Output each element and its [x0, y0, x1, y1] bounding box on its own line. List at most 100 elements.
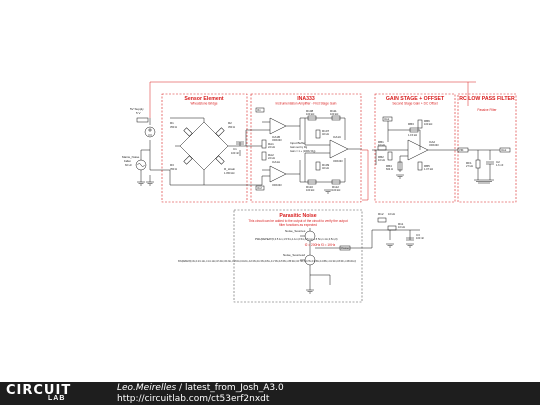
title-separator: / — [176, 383, 185, 393]
vout-net-box[interactable] — [382, 116, 393, 122]
rf1-name: RF1 — [466, 161, 472, 165]
resistor-r110[interactable] — [307, 179, 317, 185]
gain-note-2: Gain = 1 + (100K/ Rg) — [290, 149, 316, 153]
ground-2 — [146, 175, 154, 186]
circuitlab-logo-sub: LAB — [48, 395, 66, 402]
rc-filter-group — [445, 147, 511, 184]
rb1-name: RB1 — [378, 140, 384, 144]
noise-wire — [140, 149, 150, 182]
resistor-rb3[interactable] — [409, 127, 419, 133]
rb4-name: RB4 — [386, 164, 392, 168]
schematic-canvas: Sensor Element Wheatstone Bridge INA333 … — [122, 81, 517, 303]
resistor-rb1[interactable] — [377, 145, 387, 151]
resistor-r11[interactable] — [387, 225, 397, 231]
vnoise-net-label: Vnoise — [341, 246, 349, 250]
bridge-top-wire — [170, 117, 205, 122]
circuit-title[interactable]: latest_from_Josh_A3.0 — [184, 383, 284, 393]
r109-value: 40 kΩ — [322, 166, 329, 170]
rc-title: RC LOW PASS FILTER — [459, 96, 515, 102]
sense-label-box[interactable] — [136, 117, 149, 123]
r1-value: 350 Ω — [170, 125, 177, 129]
supply-source-symbol[interactable] — [144, 126, 156, 138]
rb3-value: 1.15 kΩ — [408, 133, 417, 137]
resistor-r3[interactable] — [183, 155, 193, 165]
ina333-box — [250, 93, 362, 203]
noise-grounds — [306, 243, 414, 294]
bridge-bottom-wire — [169, 170, 205, 186]
c2-name: C2 — [496, 160, 500, 164]
vfilt-in-label: Vfilt — [459, 148, 464, 152]
resistor-ra2[interactable] — [261, 151, 267, 161]
vin-net-label: Vin — [257, 108, 261, 112]
r107-value: 40 kΩ — [322, 132, 329, 136]
resistor-r111[interactable] — [331, 115, 341, 121]
gain-title: GAIN STAGE + OFFSET — [386, 96, 445, 102]
rb4-value: 604 Ω — [386, 167, 393, 171]
oa2-part: OPA333 — [429, 143, 439, 147]
r112-value: 100 kΩ — [332, 188, 340, 192]
r111-name: R111 — [330, 109, 337, 113]
circuitlab-logo[interactable]: CIRCUIT — [6, 383, 72, 398]
sensor-subtitle: Wheatstone Bridge — [190, 102, 217, 106]
resistor-r1[interactable] — [183, 127, 193, 137]
c3-value: 100 nF — [416, 236, 424, 240]
resistor-r108[interactable] — [307, 115, 317, 121]
vref-net-label: Vref — [257, 186, 262, 190]
r12-value: 10 kΩ — [388, 212, 395, 216]
r2-value: 350 Ω — [228, 125, 235, 129]
inamp-wires — [262, 117, 362, 183]
opamp-oa2[interactable] — [407, 139, 429, 161]
opamp-oa1c[interactable] — [329, 139, 349, 159]
supply-wire — [149, 118, 170, 171]
vin-net-box[interactable] — [255, 107, 265, 113]
noise-note-2: filter functions as expected — [279, 223, 317, 227]
r111-value: 100 kΩ — [330, 112, 338, 116]
resistor-strain[interactable] — [215, 155, 225, 165]
vout-net-label: Vout — [384, 117, 389, 121]
sensor-box — [161, 93, 248, 203]
resistor-r107[interactable] — [315, 129, 321, 139]
capacitor-c1[interactable] — [236, 141, 244, 145]
resistor-rb5[interactable] — [417, 161, 423, 171]
oa1a-part: OPA333 — [272, 183, 282, 187]
resistor-r109[interactable] — [315, 161, 321, 171]
noise-source-name: Mains_Noise — [122, 155, 140, 159]
resistor-rb6[interactable] — [417, 119, 423, 129]
opamp-oa1b[interactable] — [269, 117, 287, 135]
ina333-title: INA333 — [297, 96, 315, 102]
resistor-r12[interactable] — [377, 217, 387, 223]
resistor-rb4[interactable] — [397, 161, 403, 171]
author-name[interactable]: Leo.Meirelles — [117, 383, 177, 393]
rstrain-name: R_strain — [224, 167, 236, 171]
gain-stage-group — [372, 116, 445, 179]
gain-wires — [372, 121, 445, 172]
c1-name: C1 — [233, 147, 237, 151]
noise-src-b-label: Noise_Sources2 — [283, 253, 305, 257]
circuit-url-link[interactable]: http://circuitlab.com/ct53erf2nxdt — [117, 394, 270, 404]
c1-value: 100 nF — [231, 151, 239, 155]
resistor-r2[interactable] — [215, 127, 225, 137]
capacitor-c3[interactable] — [406, 237, 414, 241]
bridge-group — [169, 117, 263, 186]
r2-name: R2 — [228, 121, 232, 125]
resistor-rf1[interactable] — [475, 159, 481, 169]
resistor-ra1[interactable] — [261, 139, 267, 149]
inamp-group — [255, 107, 362, 194]
resistor-r112[interactable] — [331, 179, 341, 185]
vref-net-box[interactable] — [255, 185, 265, 191]
opamp-oa1a[interactable] — [269, 165, 287, 183]
pwl-short-label: PWL(REPEAT(0,0.5 1m,1.5 5m,1.1m,0.5m,0.5… — [255, 237, 338, 241]
noise-sine-glyph — [137, 163, 145, 167]
supply-plus-minus — [148, 128, 152, 136]
gain-subtitle: Second Stage Gain + DC Offset — [392, 102, 437, 106]
r11-name: R11 — [398, 222, 404, 226]
bridge-to-inamp-bottom — [204, 176, 263, 186]
vnoise-net-box[interactable] — [339, 245, 351, 251]
ra1-name: RA1 — [268, 142, 274, 146]
r112-name: R112 — [332, 185, 339, 189]
supply-name: 5V Supply — [130, 107, 144, 111]
r110-value: 100 kΩ — [306, 188, 314, 192]
f-label: f2 = 200Hz f3 = 1KHz — [305, 243, 336, 247]
resistor-rb2[interactable] — [387, 151, 393, 161]
capacitor-c2[interactable] — [486, 161, 494, 165]
